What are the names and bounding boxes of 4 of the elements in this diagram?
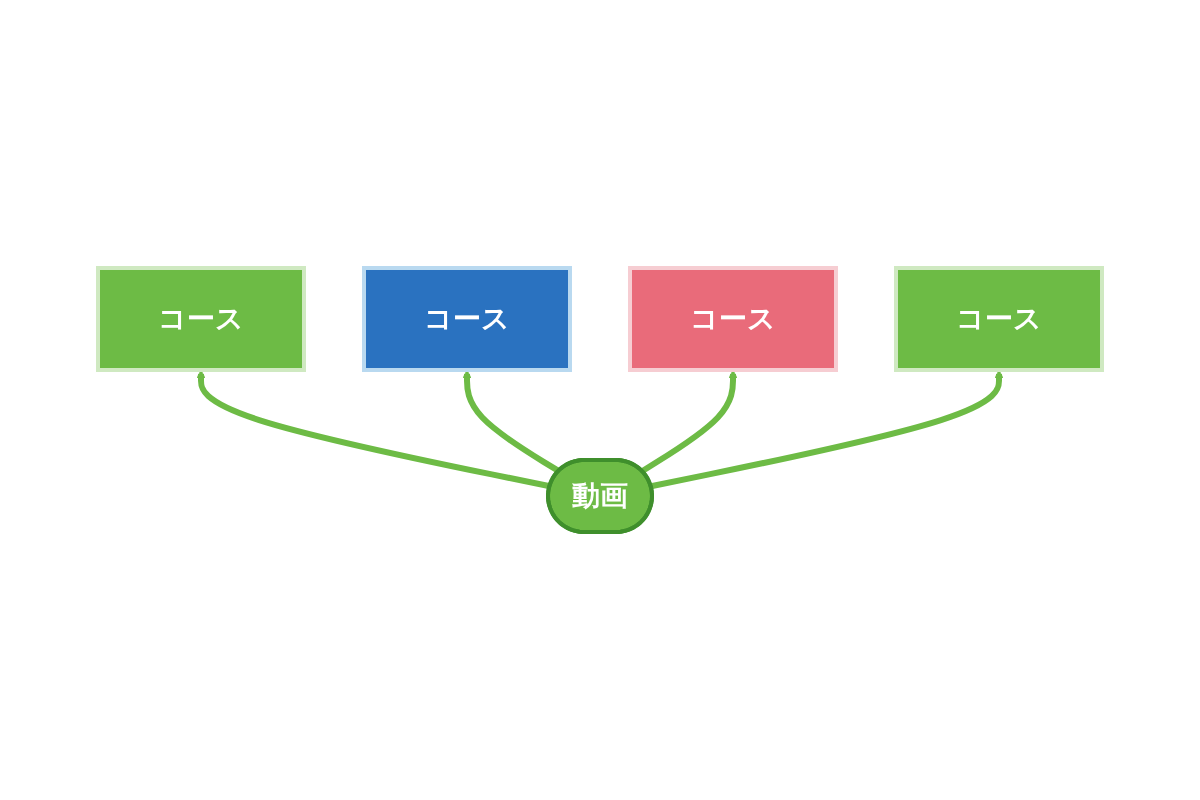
node-box: コース <box>894 266 1104 372</box>
node-box: コース <box>362 266 572 372</box>
node-box: コース <box>628 266 838 372</box>
node-box: コース <box>96 266 306 372</box>
